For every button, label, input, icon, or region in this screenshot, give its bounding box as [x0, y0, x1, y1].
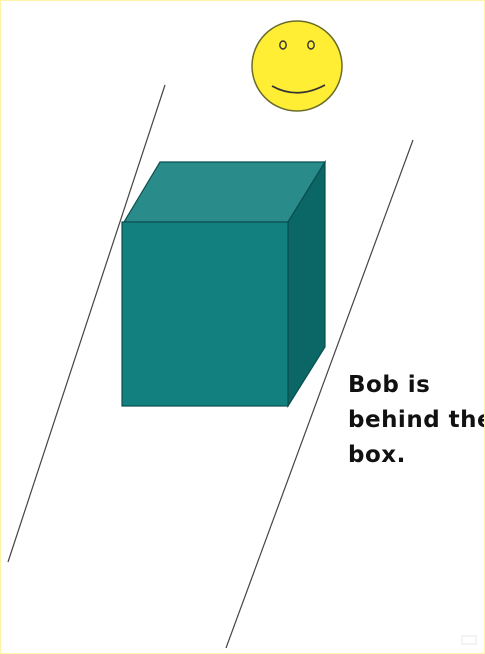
box-front-face	[122, 222, 288, 406]
smiley-head	[252, 21, 342, 111]
caption-line-1: Bob is	[348, 368, 478, 403]
corner-watermark-mark	[462, 636, 476, 644]
smiley-face-icon	[252, 21, 342, 111]
caption-line-3: box.	[348, 438, 478, 473]
caption-text: Bob is behind the box.	[348, 368, 478, 473]
caption-line-2: behind the	[348, 403, 478, 438]
